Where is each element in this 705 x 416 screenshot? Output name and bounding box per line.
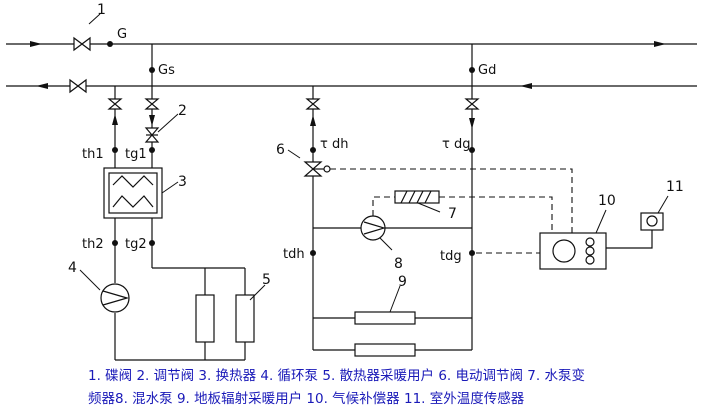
electric-regulating-valve-6 [303,161,331,177]
arrow-down-right [469,118,475,129]
radiator-users-5 [195,294,255,343]
label-th1: th1 [82,147,104,162]
mixing-pump-8 [360,215,387,241]
valve-return-main [69,78,87,94]
valve-right-right [464,98,480,110]
label-tdg: tdg [440,249,462,264]
arrow-up-left [112,114,118,125]
label-G: G [117,27,127,42]
arrow-down-left [149,115,155,126]
label-num-8: 8 [394,256,403,272]
label-Gs: Gs [158,63,175,78]
label-num-5: 5 [262,272,271,288]
pump-inverter-7 [394,190,440,204]
label-num-9: 9 [398,274,407,290]
control-signal-lines [330,168,573,254]
outdoor-temp-sensor-11 [606,212,664,249]
label-tg2: tg2 [125,237,147,252]
left-subsystem-piping [114,44,246,361]
valve-left-return [107,98,123,110]
heat-exchanger-3 [103,167,163,219]
label-num-2: 2 [178,103,187,119]
floor-heating-users-9 [354,311,416,357]
arrow-up-right [310,115,316,126]
right-subsystem-piping [312,44,473,351]
butterfly-valve-1 [73,36,91,52]
valve-left-supply [144,98,160,110]
label-th2: th2 [82,237,104,252]
flow-arrows [30,41,666,89]
label-num-4: 4 [68,260,77,276]
label-num-7: 7 [448,206,457,222]
label-tg1: tg1 [125,147,147,162]
label-num-1: 1 [97,2,106,18]
label-num-10: 10 [598,193,616,209]
climate-compensator-10 [539,232,607,270]
label-tdh: tdh [283,247,305,262]
label-tau-dh: τ dh [320,137,348,152]
regulating-valve-2 [144,127,160,143]
label-num-6: 6 [276,142,285,158]
label-tau-dg: τ dg [442,137,470,152]
label-num-3: 3 [178,174,187,190]
label-num-11: 11 [666,179,684,195]
circulation-pump-4 [100,283,130,313]
valve-right-left [305,98,321,110]
label-Gd: Gd [478,63,496,78]
caption-line-1: 1. 碟阀 2. 调节阀 3. 换热器 4. 循环泵 5. 散热器采暖用户 6.… [88,367,585,384]
caption-line-2: 频器8. 混水泵 9. 地板辐射采暖用户 10. 气候补偿器 11. 室外温度传… [88,390,525,407]
